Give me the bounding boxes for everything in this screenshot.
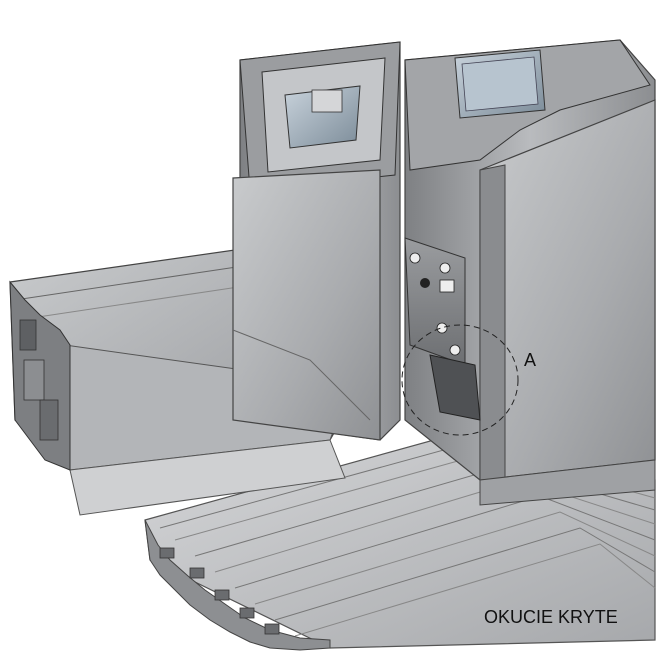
hardware-plate [404,237,481,421]
fixed-frame [404,39,656,506]
detail-label-a: A [524,350,537,370]
caption-text: OKUCIE KRYTE [484,607,618,627]
vertical-sash-frame [232,41,401,441]
detail-circle [401,324,519,436]
